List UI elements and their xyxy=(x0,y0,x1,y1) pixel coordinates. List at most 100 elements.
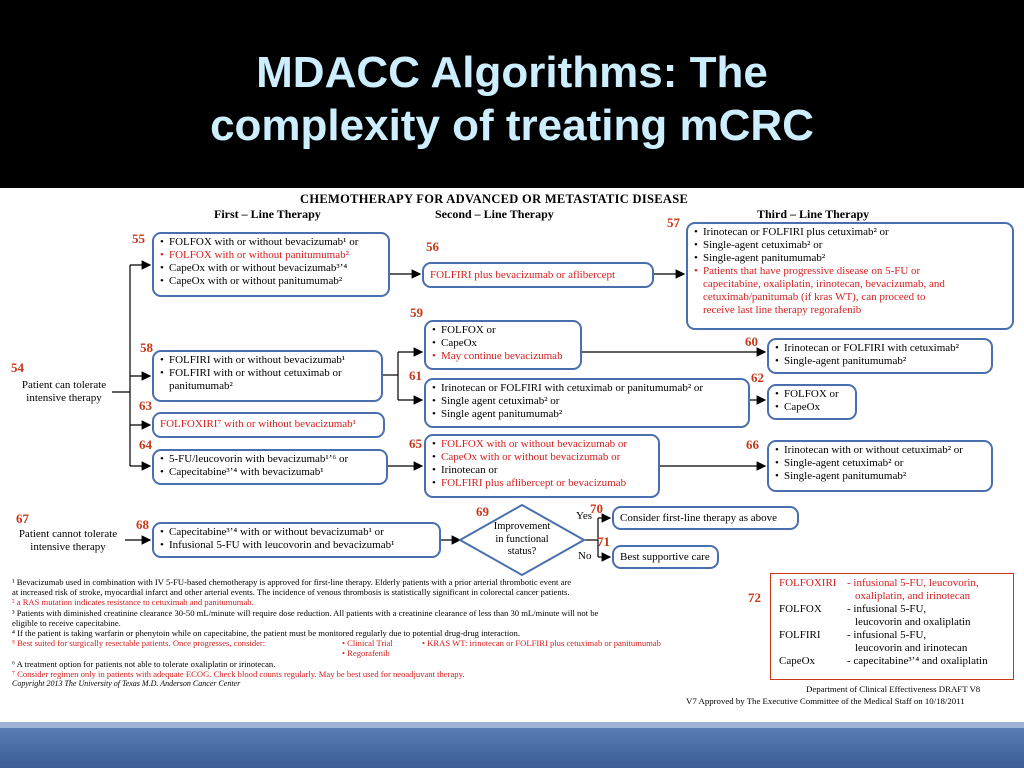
step-number-66: 66 xyxy=(746,437,759,452)
slide-title-line1: MDACC Algorithms: The xyxy=(256,48,768,97)
box-65-item: •Irinotecan or xyxy=(432,464,498,476)
footnote-3-cont: eligible to receive capecitabine. xyxy=(12,617,121,628)
box-58-item: •FOLFIRI with or without cetuximab or xyxy=(160,367,342,379)
legend-folfoxiri-term: FOLFOXIRI xyxy=(779,577,837,589)
legend-folfox-def2: leucovorin and oxaliplatin xyxy=(855,616,971,628)
box-57-text: capecitabine, oxaliplatin, irinotecan, b… xyxy=(703,278,945,290)
box-59-item: •May continue bevacizumab xyxy=(432,350,563,362)
step-number-63: 63 xyxy=(139,398,152,413)
approval-label: V7 Approved by The Executive Committee o… xyxy=(686,696,965,706)
footnote-5-row2: • Regorafenib xyxy=(12,648,752,658)
box-58-text: panitumumab² xyxy=(169,380,233,392)
box-57-item: •Irinotecan or FOLFIRI plus cetuximab² o… xyxy=(694,226,889,238)
step-number-70: 70 xyxy=(590,501,603,516)
step-number-61: 61 xyxy=(409,368,422,383)
copyright: Copyright 2013 The University of Texas M… xyxy=(12,679,241,688)
footnote-1: ¹ Bevacizumab used in combination with I… xyxy=(12,577,572,587)
box-58-item: •FOLFIRI with or without bevacizumab¹ xyxy=(160,354,346,366)
step-number-68: 68 xyxy=(136,517,149,532)
box-57-text: Single-agent panitumumab² xyxy=(703,252,826,264)
step-number-58: 58 xyxy=(140,340,153,355)
step-number-56: 56 xyxy=(426,239,439,254)
patient-can-tolerate-line1: Patient can tolerate xyxy=(21,379,107,391)
step-number-69: 69 xyxy=(476,504,489,519)
box-66-item: •Single-agent panitumumab² xyxy=(775,470,907,482)
patient-can-tolerate-line2: intensive therapy xyxy=(26,392,102,404)
legend-folfiri-term: FOLFIRI xyxy=(779,629,821,641)
box-62-third-line: •FOLFOX or •CapeOx xyxy=(767,384,857,420)
box-62-item: •FOLFOX or xyxy=(775,388,839,400)
box-62-text: CapeOx xyxy=(784,401,821,413)
box-61-item: •Single agent panitumumab² xyxy=(432,408,563,420)
box-61-text: Single agent cetuximab² or xyxy=(441,395,560,407)
step-number-71: 71 xyxy=(597,534,610,549)
box-61-item: •Single agent cetuximab² or xyxy=(432,395,560,407)
box-57-text: receive last line therapy regorafenib xyxy=(703,304,862,316)
footnote-5-kras: • KRAS WT: irinotecan or FOLFIRI plus ce… xyxy=(422,638,661,649)
box-63-text: FOLFOXIRI⁷ with or without bevacizumab¹ xyxy=(160,418,356,430)
box-66-item: •Irinotecan with or without cetuximab² o… xyxy=(775,444,963,456)
box-60-text: Single-agent panitumumab² xyxy=(784,355,907,367)
legend-folfoxiri-def: - infusional 5-FU, leucovorin, xyxy=(847,577,979,589)
legend-folfoxiri-def2: oxaliplatin, and irinotecan xyxy=(855,590,971,602)
box-62-item: •CapeOx xyxy=(775,401,821,413)
box-60-third-line: •Irinotecan or FOLFIRI with cetuximab² •… xyxy=(767,338,993,374)
box-60-item: •Irinotecan or FOLFIRI with cetuximab² xyxy=(775,342,959,354)
step-number-62: 62 xyxy=(751,370,764,385)
box-66-text: Single-agent panitumumab² xyxy=(784,470,907,482)
box-59-second-line: •FOLFOX or •CapeOx •May continue bevaciz… xyxy=(424,320,582,370)
step-number-54: 54 xyxy=(11,360,24,375)
box-59-item: •CapeOx xyxy=(432,337,478,349)
box-59-item: •FOLFOX or xyxy=(432,324,496,336)
box-66-third-line: •Irinotecan with or without cetuximab² o… xyxy=(767,440,993,492)
title-bar xyxy=(0,0,1024,188)
box-55-item: •CapeOx with or without panitumumab² xyxy=(160,275,343,287)
box-65-text: FOLFOX with or without bevacizumab or xyxy=(441,438,628,450)
box-68-text: Infusional 5-FU with leucovorin and beva… xyxy=(169,539,395,551)
legend-folfiri-def2: leucovorin and irinotecan xyxy=(855,642,968,654)
box-55-item: •CapeOx with or without bevacizumab³ʼ⁴ xyxy=(160,262,348,274)
step-number-59: 59 xyxy=(410,305,423,320)
box-57-text: cetuximab/panitumab (if kras WT), can pr… xyxy=(703,291,926,303)
step-number-72: 72 xyxy=(748,590,761,605)
decision-69-line2: in functional xyxy=(495,533,549,545)
box-56-text: FOLFIRI plus bevacizumab or aflibercept xyxy=(430,269,616,281)
box-70-first-line-again: Consider first-line therapy as above xyxy=(612,506,799,530)
decision-diamond xyxy=(457,503,587,577)
slide-title: MDACC Algorithms: The complexity of trea… xyxy=(0,46,1024,152)
footnote-7: ⁷ Consider regimen only in patients with… xyxy=(12,668,465,679)
kras-text: KRAS WT: irinotecan or FOLFIRI plus cetu… xyxy=(427,638,661,649)
department-label: Department of Clinical Effectiveness DRA… xyxy=(806,684,981,694)
box-59-text: CapeOx xyxy=(441,337,478,349)
patient-can-tolerate-label: Patient can tolerate intensive therapy xyxy=(6,379,122,405)
legend-folfox-term: FOLFOX xyxy=(779,603,822,615)
box-60-item: •Single-agent panitumumab² xyxy=(775,355,907,367)
box-64-first-line: •5-FU/leucovorin with bevacizumab¹ʼ⁶ or … xyxy=(152,449,388,485)
regorafenib-text: Regorafenib xyxy=(347,648,390,659)
footnote-5-clinical-trial: • Clinical Trial xyxy=(342,638,393,649)
box-58-first-line-options: •FOLFIRI with or without bevacizumab¹ •F… xyxy=(152,350,383,402)
slide-title-line2: complexity of treating mCRC xyxy=(210,101,814,150)
box-68-item: •Capecitabine³ʼ⁴ with or without bevaciz… xyxy=(160,526,384,538)
patient-cannot-tolerate-line1: Patient cannot tolerate xyxy=(18,528,118,540)
box-65-second-line: •FOLFOX with or without bevacizumab or •… xyxy=(424,434,660,498)
step-number-55: 55 xyxy=(132,231,145,246)
legend-folfox-def: - infusional 5-FU, xyxy=(847,603,927,615)
footnote-5: ⁵ Best suited for surgically resectable … xyxy=(12,638,266,649)
patient-cannot-tolerate-label: Patient cannot tolerate intensive therap… xyxy=(6,528,130,554)
box-64-item: •Capecitabine³ʼ⁴ with bevacizumab¹ xyxy=(160,466,324,478)
footnote-2: ² a RAS mutation indicates resistance to… xyxy=(12,597,254,608)
decision-69-label: Improvement in functional status? xyxy=(476,521,568,559)
step-number-67: 67 xyxy=(16,511,29,526)
box-68-item: •Infusional 5-FU with leucovorin and bev… xyxy=(160,539,395,551)
box-66-text: Irinotecan with or without cetuximab² or xyxy=(784,444,963,456)
footnote-3: ³ Patients with diminished creatinine cl… xyxy=(12,607,599,618)
box-71-supportive-care: Best supportive care xyxy=(612,545,719,569)
column-header-third-line: Third – Line Therapy xyxy=(757,207,870,221)
clinical-trial-text: Clinical Trial xyxy=(347,638,393,649)
abbreviation-legend: FOLFOXIRI- infusional 5-FU, leucovorin, … xyxy=(770,573,1014,680)
box-57-item: •Patients that have progressive disease … xyxy=(694,265,921,277)
yes-label: Yes xyxy=(576,510,593,522)
box-59-text: May continue bevacizumab xyxy=(441,350,563,362)
